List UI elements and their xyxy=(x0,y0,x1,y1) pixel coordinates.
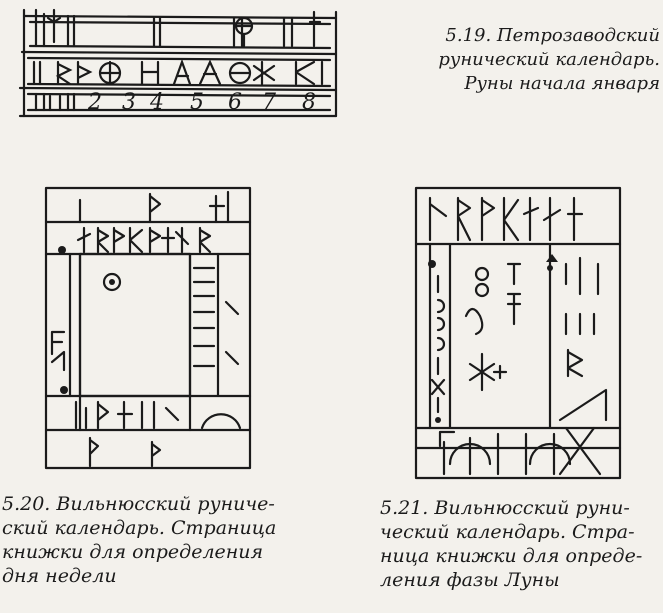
marker-dot-icon xyxy=(58,246,66,254)
caption-line: рунический календарь. xyxy=(438,49,660,70)
marker-dot-icon xyxy=(547,265,553,271)
caption-line: ница книжки для опреде- xyxy=(380,545,643,567)
caption-5-21: 5.21. Вильнюсский руни- ческий календарь… xyxy=(380,496,663,592)
day-number: 6 xyxy=(228,90,242,115)
caption-line: ческий календарь. Стра- xyxy=(380,521,635,543)
caption-line: 5.20. Вильнюсский руниче- xyxy=(2,493,275,515)
triangle-marker-icon xyxy=(546,254,558,262)
day-number: 7 xyxy=(262,90,276,115)
caption-line: ления фазы Луны xyxy=(380,569,560,591)
day-number: 2 xyxy=(87,90,102,115)
figure-5-20-weekday-page xyxy=(40,182,255,472)
runic-strip-drawing: 2 3 4 5 6 7 8 xyxy=(18,8,338,118)
day-number: 8 xyxy=(302,90,316,115)
center-dot-icon xyxy=(109,279,115,285)
marker-dot-icon xyxy=(60,386,68,394)
figure-5-19-runic-strip: 2 3 4 5 6 7 8 xyxy=(14,6,344,118)
caption-5-19: 5.19. Петрозаводский рунический календар… xyxy=(410,24,660,96)
caption-line: 5.21. Вильнюсский руни- xyxy=(380,497,630,519)
caption-line: ский календарь. Страница xyxy=(2,517,277,539)
day-number: 4 xyxy=(149,90,164,115)
marker-dot-icon xyxy=(435,417,441,423)
moon-phase-page-drawing xyxy=(414,186,622,480)
caption-line: Руны начала января xyxy=(464,73,660,94)
day-number-row: 2 3 4 5 6 7 8 xyxy=(87,90,316,115)
day-number: 5 xyxy=(190,90,204,115)
day-number: 3 xyxy=(122,90,136,115)
caption-5-20: 5.20. Вильнюсский руниче- ский календарь… xyxy=(2,492,302,588)
weekday-page-drawing xyxy=(44,186,252,470)
caption-line: книжки для определения xyxy=(2,541,264,563)
caption-line: 5.19. Петрозаводский xyxy=(445,25,660,46)
marker-dot-icon xyxy=(428,260,436,268)
figure-5-21-moon-phase-page xyxy=(410,184,625,484)
caption-line: дня недели xyxy=(2,565,117,587)
